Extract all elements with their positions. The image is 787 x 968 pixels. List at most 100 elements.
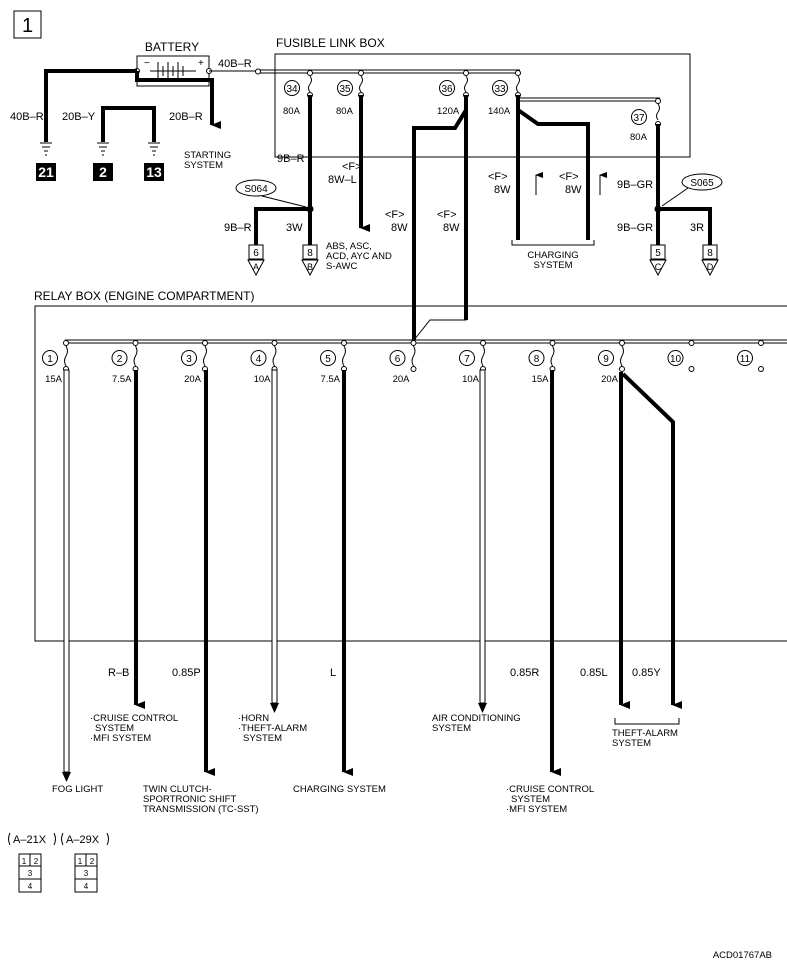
connector-B-letter: B [307,262,313,272]
starting-system-line1: STARTING [184,150,231,161]
dest-twin-line2: SPORTRONIC SHIFT [143,794,236,805]
relay-fuse-num: 8 [534,354,540,365]
fusible-link-37-num: 37 [633,113,645,124]
wire-label-battery-out: 40B–R [218,58,252,70]
dest-cruise2-line3: ·MFI SYSTEM [506,804,567,815]
ground-symbol-21: 21 [36,142,56,181]
page-number-box: 1 [13,10,42,39]
charging-system-top-line2: SYSTEM [533,260,572,271]
connector-a29x-pin4: 4 [84,882,89,891]
relay-fuse-num: 6 [395,354,401,365]
connector-a29x-pin1: 1 [78,857,83,866]
fusible-link-34-num: 34 [286,84,298,95]
relay-fuse-row: 115A27.5A320A410A57.5A620A710A815A920A10… [42,340,764,385]
dest-twin-line1: TWIN CLUTCH- [143,784,212,795]
connector-a21x-pin3: 3 [28,869,33,878]
connector-code-a29x: A–29X 1 2 3 4 [61,832,109,893]
connector-a21x-pin1: 1 [22,857,27,866]
relay-fuse-num: 2 [117,354,123,365]
wire-label-f8w-d: 8W [565,184,582,196]
svg-text:−: − [144,58,150,69]
relay-fuse-num: 1 [47,354,53,365]
relay-fuse-amp: 20A [601,374,619,385]
fusible-link-box: FUSIBLE LINK BOX [255,36,691,158]
fusible-link-35-amp: 80A [336,106,354,117]
abs-label-line3: S-AWC [326,261,357,272]
wire-label-l: L [330,667,336,679]
wire-label-9br-top: 9B–R [277,153,305,165]
relay-fuse-amp: 15A [45,374,63,385]
dest-horn-line3: SYSTEM [243,733,282,744]
connector-A: 6 A [247,244,265,277]
connector-D: 8 D [701,244,719,277]
abs-label-line1: ABS, ASC, [326,241,372,252]
connector-C: 5 C [649,244,667,277]
fusible-link-box-label: FUSIBLE LINK BOX [276,36,385,50]
relay-fuse-num: 5 [325,354,331,365]
relay-fuse-num: 10 [670,354,682,365]
wire-tag-f8w-d: <F> [559,171,579,183]
dest-cruise1-line1: ·CRUISE CONTROL [90,713,178,724]
dest-aircon-line2: SYSTEM [432,723,471,734]
relay-fuse-10: 10 [667,340,695,372]
relay-fuse-3: 3 20A [181,340,208,385]
dest-cruise2-line2: SYSTEM [511,794,550,805]
abs-label-line2: ACD, AYC AND [326,251,392,262]
fusible-link-33: 33 140A [488,70,521,117]
wire-label-f8w-c: 8W [494,184,511,196]
wire-label-9br-left: 9B–R [224,222,252,234]
fusible-link-36-amp: 120A [437,106,460,117]
dest-charging-system: CHARGING SYSTEM [293,784,386,795]
wire-tag-f8w-b: <F> [437,209,457,221]
connector-a21x-pin4: 4 [28,882,33,891]
relay-fuse-9: 9 20A [598,340,625,385]
relay-fuse-num: 4 [256,354,262,365]
connector-A-pin: 6 [253,248,259,259]
dest-theft-line2: SYSTEM [612,738,651,749]
connector-code-a21x: A–21X 1 2 3 4 [8,832,56,893]
wire-tag-f8w-a: <F> [385,209,405,221]
relay-fuse-8: 8 15A [528,340,556,385]
splice-s065: S065 [690,178,714,189]
dest-aircon-line1: AIR CONDITIONING [432,713,521,724]
wire-label-rb: R–B [108,667,129,679]
connector-code-2: A–29X [66,834,100,846]
fusible-link-36-num: 36 [441,84,453,95]
relay-fuse-num: 3 [186,354,192,365]
wire-label-f8w-a: 8W [391,222,408,234]
relay-fuse-11: 11 [737,340,764,372]
dest-theft-line1: THEFT-ALARM [612,728,678,739]
relay-fuse-amp: 15A [532,374,550,385]
wire-label-085y: 0.85Y [632,667,661,679]
starting-system-line2: SYSTEM [184,160,223,171]
figure-code: ACD01767AB [713,950,772,961]
fusible-link-33-num: 33 [494,84,506,95]
battery-label: BATTERY [145,40,199,54]
charging-system-top-line1: CHARGING [527,250,578,261]
fusible-link-33-amp: 140A [488,106,511,117]
connector-a29x-pin3: 3 [84,869,89,878]
wire-label-ground-right: 20B–R [169,111,203,123]
dest-cruise1-line2: SYSTEM [95,723,134,734]
wire-label-f8wl: 8W–L [328,174,357,186]
wire-label-085r: 0.85R [510,667,539,679]
relay-fuse-amp: 10A [254,374,272,385]
wire-label-f8w-b: 8W [443,222,460,234]
connector-code-1: A–21X [13,834,47,846]
dest-horn-line2: ·THEFT-ALARM [238,723,307,734]
wire-label-9bgr-left: 9B–GR [617,222,653,234]
connector-A-letter: A [253,262,259,272]
dest-twin-line3: TRANSMISSION (TC-SST) [143,804,259,815]
ground-symbol-2: 2 [93,142,113,181]
wire-label-3w: 3W [286,222,303,234]
relay-fuse-amp: 20A [184,374,202,385]
fusible-link-37-amp: 80A [630,132,648,143]
relay-fuse-amp: 10A [462,374,480,385]
wire-tag-f8wl: <F> [342,161,362,173]
connector-a21x-pin2: 2 [34,857,39,866]
connector-C-pin: 5 [655,248,661,259]
relay-fuse-num: 9 [603,354,609,365]
dest-cruise1-line3: ·MFI SYSTEM [90,733,151,744]
relay-box: RELAY BOX (ENGINE COMPARTMENT) [34,289,787,642]
